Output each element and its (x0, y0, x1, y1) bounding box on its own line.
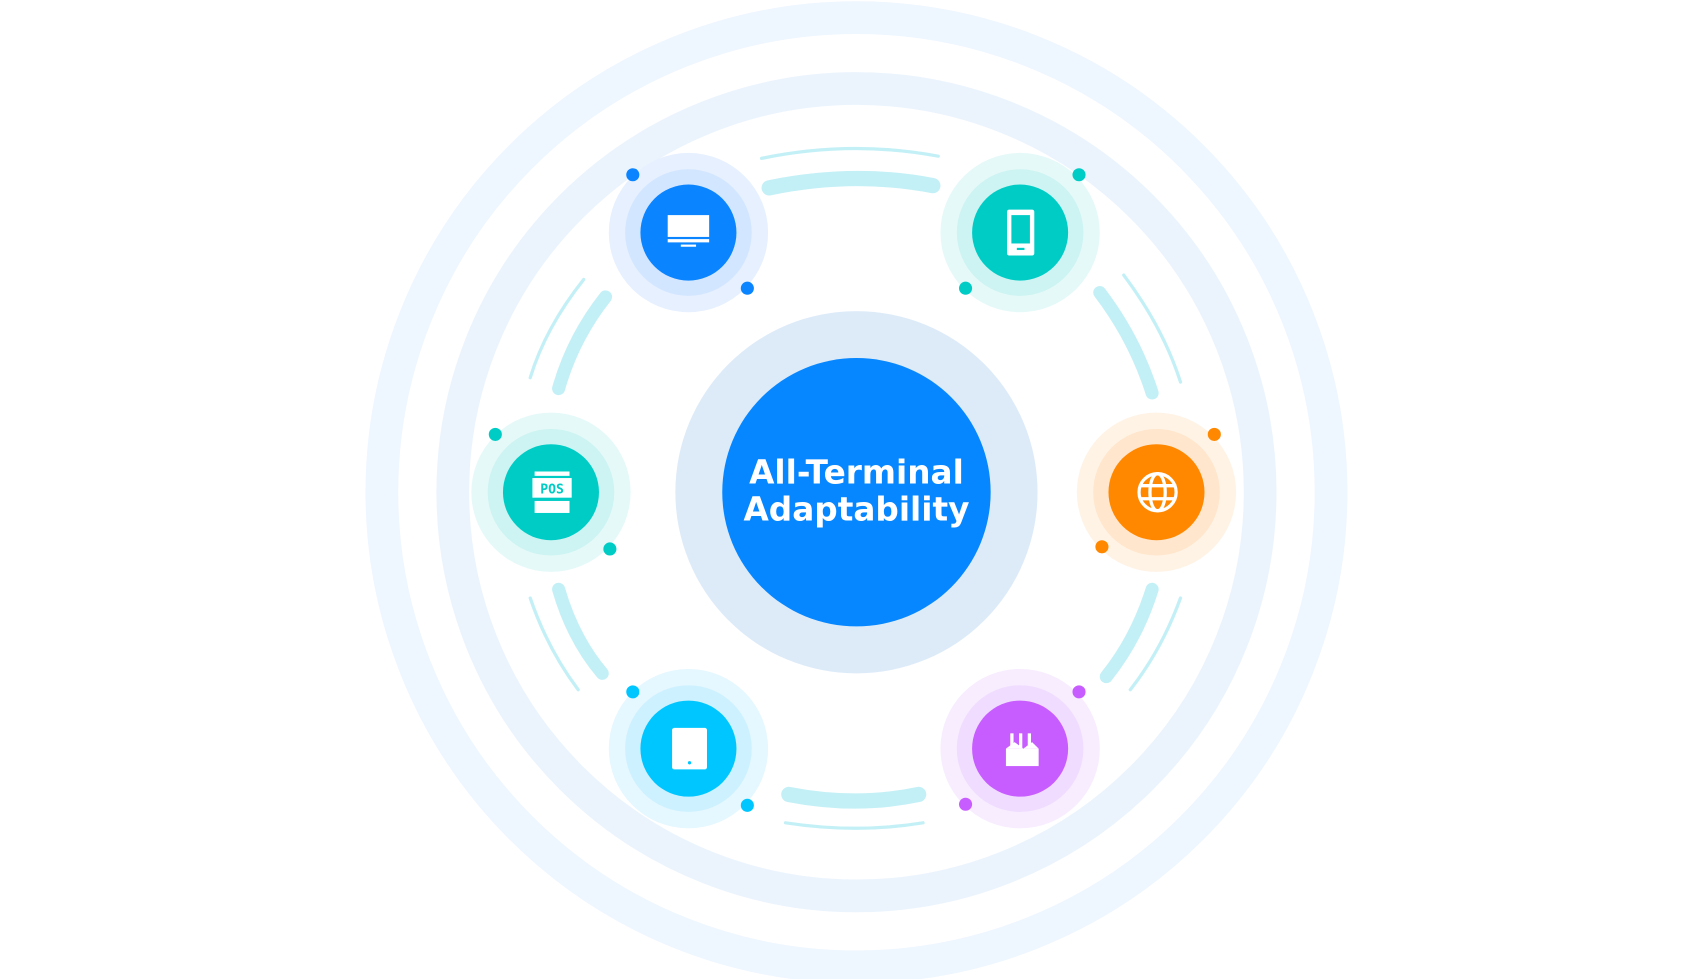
tablet-icon (672, 727, 707, 770)
pos-label: POS (540, 482, 564, 497)
node-mobile (940, 152, 1100, 313)
node-iot (940, 668, 1100, 829)
node-pos: POS (471, 412, 631, 572)
node-tablet (608, 668, 769, 829)
center-hub: All-Terminal Adaptability (675, 311, 1038, 674)
center-title-line1: All-Terminal (749, 453, 964, 491)
center-title-line2: Adaptability (743, 491, 969, 529)
connector-arcs (528, 146, 1183, 830)
outer-ring (365, 1, 1348, 979)
globe-icon (1137, 472, 1178, 513)
node-web (1076, 412, 1237, 572)
pos-terminal-icon: POS (532, 471, 572, 513)
node-desktop (608, 152, 769, 313)
smartphone-icon (1007, 209, 1035, 256)
middle-ring (436, 72, 1277, 913)
monitor-icon (667, 215, 710, 247)
factory-icon (1005, 733, 1039, 767)
